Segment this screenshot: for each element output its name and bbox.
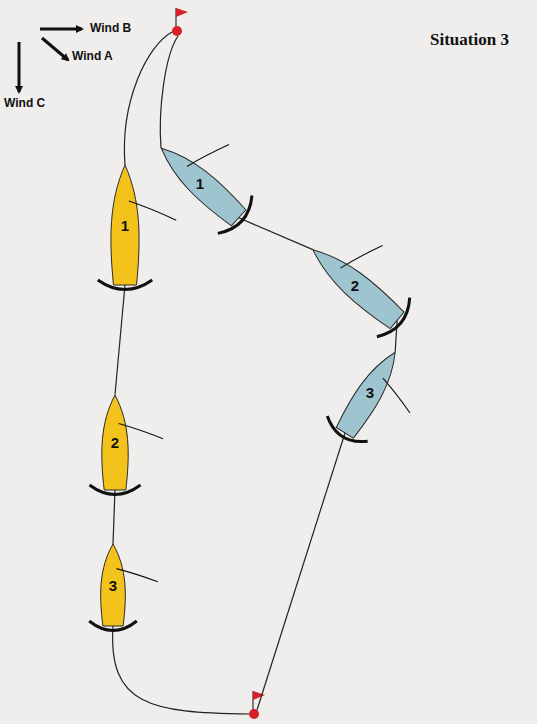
track-line bbox=[257, 433, 345, 710]
boat-number: 1 bbox=[121, 218, 129, 233]
boat-hull: 2 bbox=[340, 230, 370, 340]
boat-number: 1 bbox=[196, 176, 204, 191]
boat-hull: 1 bbox=[185, 131, 215, 235]
wind-arrow bbox=[40, 28, 82, 31]
stern-arc bbox=[322, 415, 367, 448]
track-line bbox=[239, 218, 313, 250]
hull-outline bbox=[102, 395, 128, 490]
stern-arc bbox=[89, 621, 137, 631]
boat-number: 2 bbox=[111, 435, 119, 450]
stern-arc bbox=[377, 298, 417, 343]
top-mark bbox=[172, 8, 188, 36]
boat-number: 3 bbox=[366, 385, 374, 400]
situation-title: Situation 3 bbox=[430, 30, 509, 50]
boat-hull: 2 bbox=[100, 395, 130, 490]
sail-line bbox=[119, 423, 163, 438]
wind-label: Wind A bbox=[72, 50, 113, 63]
hull-outline bbox=[153, 138, 248, 227]
boat-hull: 3 bbox=[99, 544, 127, 626]
track-line bbox=[113, 626, 249, 714]
stern-arc bbox=[90, 485, 141, 495]
boat-number: 2 bbox=[351, 278, 359, 293]
wind-label: Wind B bbox=[90, 22, 131, 35]
track-line bbox=[115, 285, 125, 395]
track-line bbox=[160, 36, 178, 148]
sail-line bbox=[187, 133, 229, 177]
wind-label: Wind C bbox=[4, 97, 45, 110]
wind-arrow bbox=[18, 42, 21, 92]
stern-arc bbox=[98, 280, 152, 290]
sail-line bbox=[116, 569, 157, 582]
wind-arrow bbox=[42, 38, 68, 60]
sail-line bbox=[129, 201, 176, 220]
sail-line bbox=[340, 234, 382, 279]
boat-hull: 3 bbox=[356, 345, 384, 440]
boat-number: 3 bbox=[109, 578, 117, 593]
hull-outline bbox=[101, 544, 126, 626]
boat-hull: 1 bbox=[109, 165, 141, 285]
track-line bbox=[124, 32, 172, 165]
stern-arc bbox=[218, 195, 259, 239]
sail-line bbox=[375, 378, 418, 413]
bottom-mark bbox=[249, 691, 265, 719]
hull-outline bbox=[111, 165, 139, 285]
track-line bbox=[113, 490, 115, 545]
hull-outline bbox=[304, 240, 405, 331]
